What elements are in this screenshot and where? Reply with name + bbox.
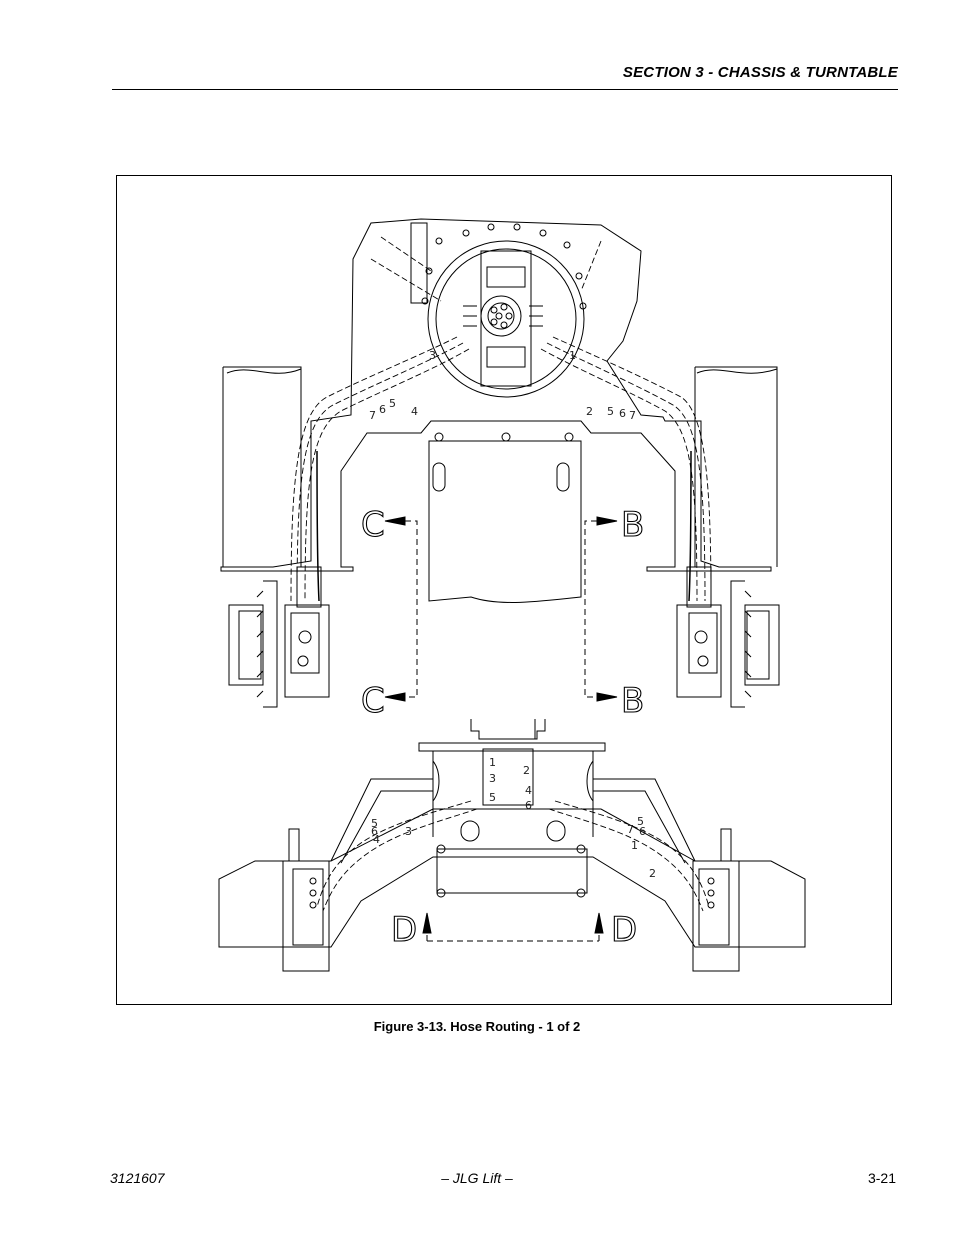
view-letter-d-right: D [611, 910, 637, 950]
section-line-c [385, 520, 418, 698]
hose-number-label: 5 [489, 791, 496, 804]
right-upright [692, 860, 740, 972]
hose-number-label: 5 [371, 817, 378, 830]
right-column [694, 366, 778, 567]
hose-number-label: 7 [629, 409, 636, 422]
hose-number-label: 3 [405, 825, 412, 838]
publisher: – JLG Lift – [441, 1170, 513, 1186]
hose-number-label: 5 [389, 397, 396, 410]
section-line-d [426, 913, 600, 942]
hose-number-label: 5 [637, 815, 644, 828]
turntable-bearing [427, 240, 585, 398]
hose-number-label: 6 [639, 825, 646, 838]
hose-number-label: 6 [371, 825, 378, 838]
rotary-coupling [480, 295, 522, 337]
figure-frame: C C B B 3 4 7 6 5 1 2 5 6 7 [116, 175, 892, 1005]
view-letter-b-top: B [621, 505, 644, 545]
hose-number-label: 6 [525, 799, 532, 812]
hose-bundles [290, 236, 712, 602]
hose-number-label: 7 [369, 409, 376, 422]
page-number: 3-21 [867, 1170, 896, 1186]
view-letter-b-bottom: B [621, 681, 644, 721]
left-column [222, 366, 302, 567]
hose-number-label: 3 [489, 772, 496, 785]
hose-number-label: 4 [525, 784, 532, 797]
hose-number-label: 6 [379, 403, 386, 416]
left-drive-hub [228, 566, 330, 708]
figure-caption: Figure 3-13. Hose Routing - 1 of 2 [373, 1019, 581, 1034]
view-letter-d-left: D [391, 910, 417, 950]
left-upright [282, 860, 330, 972]
hose-number-label: 1 [489, 756, 496, 769]
hose-number-label: 3 [429, 349, 436, 362]
axle-hoses [316, 800, 710, 912]
section-title: SECTION 3 - CHASSIS & TURNTABLE [622, 64, 898, 81]
hose-routing-drawing: C C B B 3 4 7 6 5 1 2 5 6 7 [218, 218, 806, 972]
hose-number-label: 4 [373, 833, 380, 846]
view-letter-c-bottom: C [361, 681, 385, 721]
chassis-outline [220, 218, 772, 572]
hose-number-label: 2 [586, 405, 593, 418]
view-letter-c-top: C [361, 505, 385, 545]
hose-number-label: 7 [627, 823, 634, 836]
top-bracket [470, 719, 546, 740]
section-line-b [584, 520, 617, 698]
hose-number-label: 1 [631, 839, 638, 852]
doc-number: 3121607 [110, 1170, 165, 1186]
header-rule [112, 89, 898, 90]
hose-number-label: 5 [607, 405, 614, 418]
axle-outline [218, 808, 806, 948]
center-plate [428, 440, 582, 603]
right-drive-hub [676, 566, 780, 708]
hose-number-label: 2 [649, 867, 656, 880]
hose-number-label: 4 [411, 405, 418, 418]
hose-number-label: 2 [523, 764, 530, 777]
hose-number-label: 6 [619, 407, 626, 420]
hose-number-label: 1 [569, 349, 576, 362]
